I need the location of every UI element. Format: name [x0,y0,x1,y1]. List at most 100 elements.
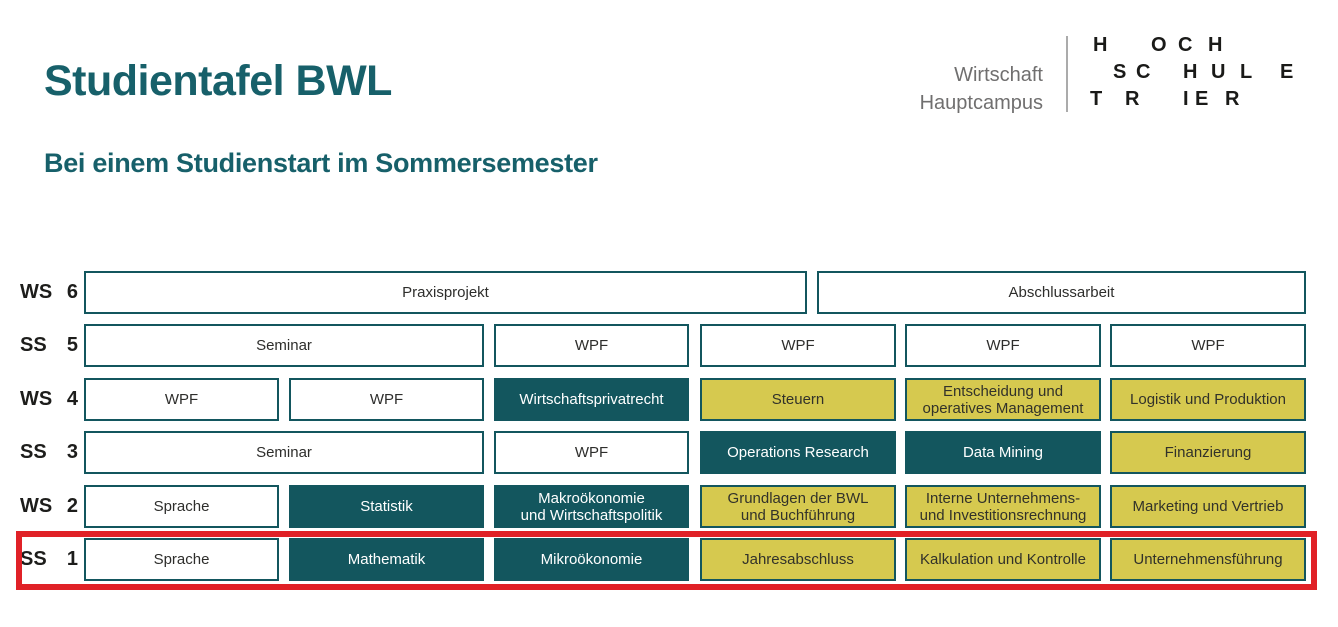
course-label: Finanzierung [1164,444,1252,461]
course-label: Marketing und Vertrieb [1132,498,1284,515]
row-label: SS 3 [20,431,78,474]
logo-letter: R [1125,88,1140,110]
row-label: SS 1 [20,538,78,581]
course-box: Marketing und Vertrieb [1110,485,1306,528]
course-label: Steuern [771,391,825,408]
logo-letter: O [1151,34,1167,56]
course-box: Steuern [700,378,896,421]
course-label: WPF [1191,337,1225,354]
logo-letter: R [1225,88,1240,110]
course-label: Grundlagen der BWL und Buchführung [727,489,869,524]
row-label: WS 4 [20,378,78,421]
logo-unit-text: Wirtschaft Hauptcampus [845,61,1043,117]
course-box: Statistik [289,485,484,528]
course-label: Data Mining [962,444,1044,461]
course-box: Kalkulation und Kontrolle [905,538,1101,581]
course-box: Grundlagen der BWL und Buchführung [700,485,896,528]
row-term: SS [20,548,47,570]
course-box: WPF [1110,324,1306,367]
row-semester-number: 2 [66,495,78,517]
course-box: Interne Unternehmens- und Investitionsre… [905,485,1101,528]
page-title: Studientafel BWL [44,57,392,105]
logo-letter: C [1178,34,1193,56]
course-label: Mikroökonomie [540,551,643,568]
course-label: Wirtschaftsprivatrecht [519,391,664,408]
course-label: Seminar [256,337,312,354]
course-box: Seminar [84,431,484,474]
course-box: Unternehmensführung [1110,538,1306,581]
course-box: Sprache [84,538,279,581]
course-label: Operations Research [727,444,869,461]
course-box: Operations Research [700,431,896,474]
course-label: Mathematik [347,551,426,568]
course-label: Sprache [153,498,210,515]
course-box: Entscheidung und operatives Management [905,378,1101,421]
row-semester-number: 1 [66,548,78,570]
row-term: SS [20,441,47,463]
logo-letter: S [1113,61,1127,83]
logo-letter: E [1280,61,1294,83]
row-semester-number: 6 [66,281,78,303]
course-label: Seminar [256,444,312,461]
course-box: WPF [84,378,279,421]
course-box: WPF [289,378,484,421]
course-box: WPF [905,324,1101,367]
course-box: Jahresabschluss [700,538,896,581]
logo-letter: L [1240,61,1253,83]
course-label: WPF [574,444,609,461]
row-term: WS [20,281,53,303]
row-semester-number: 4 [66,388,78,410]
page-subtitle: Bei einem Studienstart im Sommersemester [44,148,598,178]
course-label: Abschlussarbeit [1008,284,1115,301]
row-label: SS 5 [20,324,78,367]
logo-letter: T [1090,88,1103,110]
course-box: Logistik und Produktion [1110,378,1306,421]
logo-letter: I [1183,88,1189,110]
course-label: Makroökonomie und Wirtschaftspolitik [520,489,663,524]
course-box: Finanzierung [1110,431,1306,474]
course-box: Seminar [84,324,484,367]
row-term: WS [20,388,53,410]
course-label: Kalkulation und Kontrolle [920,551,1086,568]
course-label: Interne Unternehmens- und Investitionsre… [919,489,1087,524]
course-label: Unternehmensführung [1133,551,1283,568]
course-box: Wirtschaftsprivatrecht [494,378,689,421]
course-box: WPF [700,324,896,367]
course-label: Logistik und Produktion [1130,391,1286,408]
logo-letter: U [1211,61,1226,83]
logo-unit-line2: Hauptcampus [919,92,1043,114]
course-label: WPF [574,337,609,354]
logo-letter: H [1183,61,1198,83]
course-box: Data Mining [905,431,1101,474]
row-semester-number: 3 [66,441,78,463]
course-box: Praxisprojekt [84,271,807,314]
row-term: WS [20,495,53,517]
course-label: WPF [781,337,815,354]
course-label: WPF [164,391,199,408]
row-label: WS 2 [20,485,78,528]
row-semester-number: 5 [66,334,78,356]
logo-divider [1066,36,1068,112]
logo-unit-line1: Wirtschaft [954,64,1043,86]
logo-letter: E [1195,88,1209,110]
course-label: Sprache [153,551,210,568]
course-box: WPF [494,431,689,474]
course-label: Jahresabschluss [742,551,854,568]
course-label: WPF [986,337,1020,354]
course-label: Entscheidung und operatives Management [922,382,1084,417]
course-box: Mathematik [289,538,484,581]
row-term: SS [20,334,47,356]
logo-letter: H [1208,34,1223,56]
course-box: Mikroökonomie [494,538,689,581]
course-box: WPF [494,324,689,367]
course-label: Praxisprojekt [402,284,489,301]
current-semester-highlight-rect [16,531,1317,590]
logo-letter: H [1093,34,1108,56]
course-box: Sprache [84,485,279,528]
logo-letter: C [1136,61,1151,83]
course-box: Makroökonomie und Wirtschaftspolitik [494,485,689,528]
course-box: Abschlussarbeit [817,271,1306,314]
